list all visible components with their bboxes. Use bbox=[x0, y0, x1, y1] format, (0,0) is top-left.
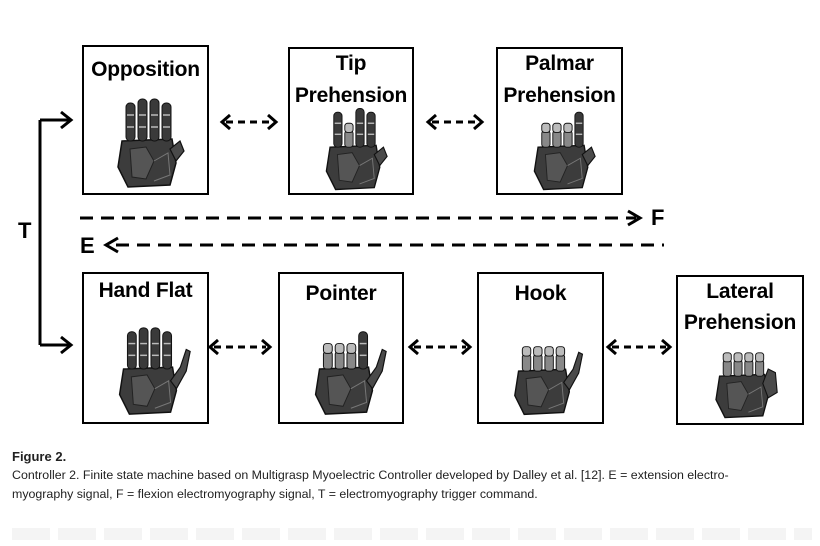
faded-text-row bbox=[12, 528, 812, 540]
hand-pointer-icon bbox=[314, 331, 387, 415]
state-hand-flat: Hand Flat bbox=[82, 272, 209, 424]
state-opposition: Opposition bbox=[82, 45, 209, 195]
state-lateral-prehension: Lateral Prehension bbox=[676, 275, 804, 425]
state-label: Prehension bbox=[503, 84, 616, 107]
state-label: Lateral bbox=[706, 280, 774, 303]
state-label: Pointer bbox=[305, 282, 377, 305]
state-label: Opposition bbox=[91, 58, 200, 81]
caption-line: Controller 2. Finite state machine based… bbox=[12, 468, 729, 482]
state-palmar-prehension: Palmar Prehension bbox=[496, 47, 623, 195]
state-label: Palmar bbox=[525, 52, 594, 75]
extension-label: E bbox=[80, 233, 95, 258]
state-label: Hand Flat bbox=[98, 279, 193, 302]
state-label: Prehension bbox=[683, 311, 797, 334]
hand-lateral-prehension-icon bbox=[715, 352, 778, 419]
state-pointer: Pointer bbox=[278, 272, 404, 424]
hand-tip-prehension-icon bbox=[325, 108, 388, 191]
caption-line: myography signal, F = flexion electromyo… bbox=[12, 487, 538, 501]
state-hook: Hook bbox=[477, 272, 604, 424]
figure-caption: Figure 2. Controller 2. Finite state mac… bbox=[12, 448, 812, 504]
hand-opposition-icon bbox=[117, 98, 185, 188]
figure-title: Figure 2. bbox=[12, 449, 67, 464]
hand-hook-icon bbox=[514, 346, 584, 416]
state-tip-prehension: Tip Prehension bbox=[288, 47, 414, 195]
hand-palmar-prehension-icon bbox=[533, 111, 596, 191]
state-label: Tip bbox=[335, 52, 367, 75]
trigger-label: T bbox=[18, 218, 32, 243]
flexion-label: F bbox=[651, 205, 665, 230]
state-label: Prehension bbox=[294, 84, 408, 107]
hand-flat-icon bbox=[118, 327, 191, 415]
state-label: Hook bbox=[514, 282, 567, 305]
